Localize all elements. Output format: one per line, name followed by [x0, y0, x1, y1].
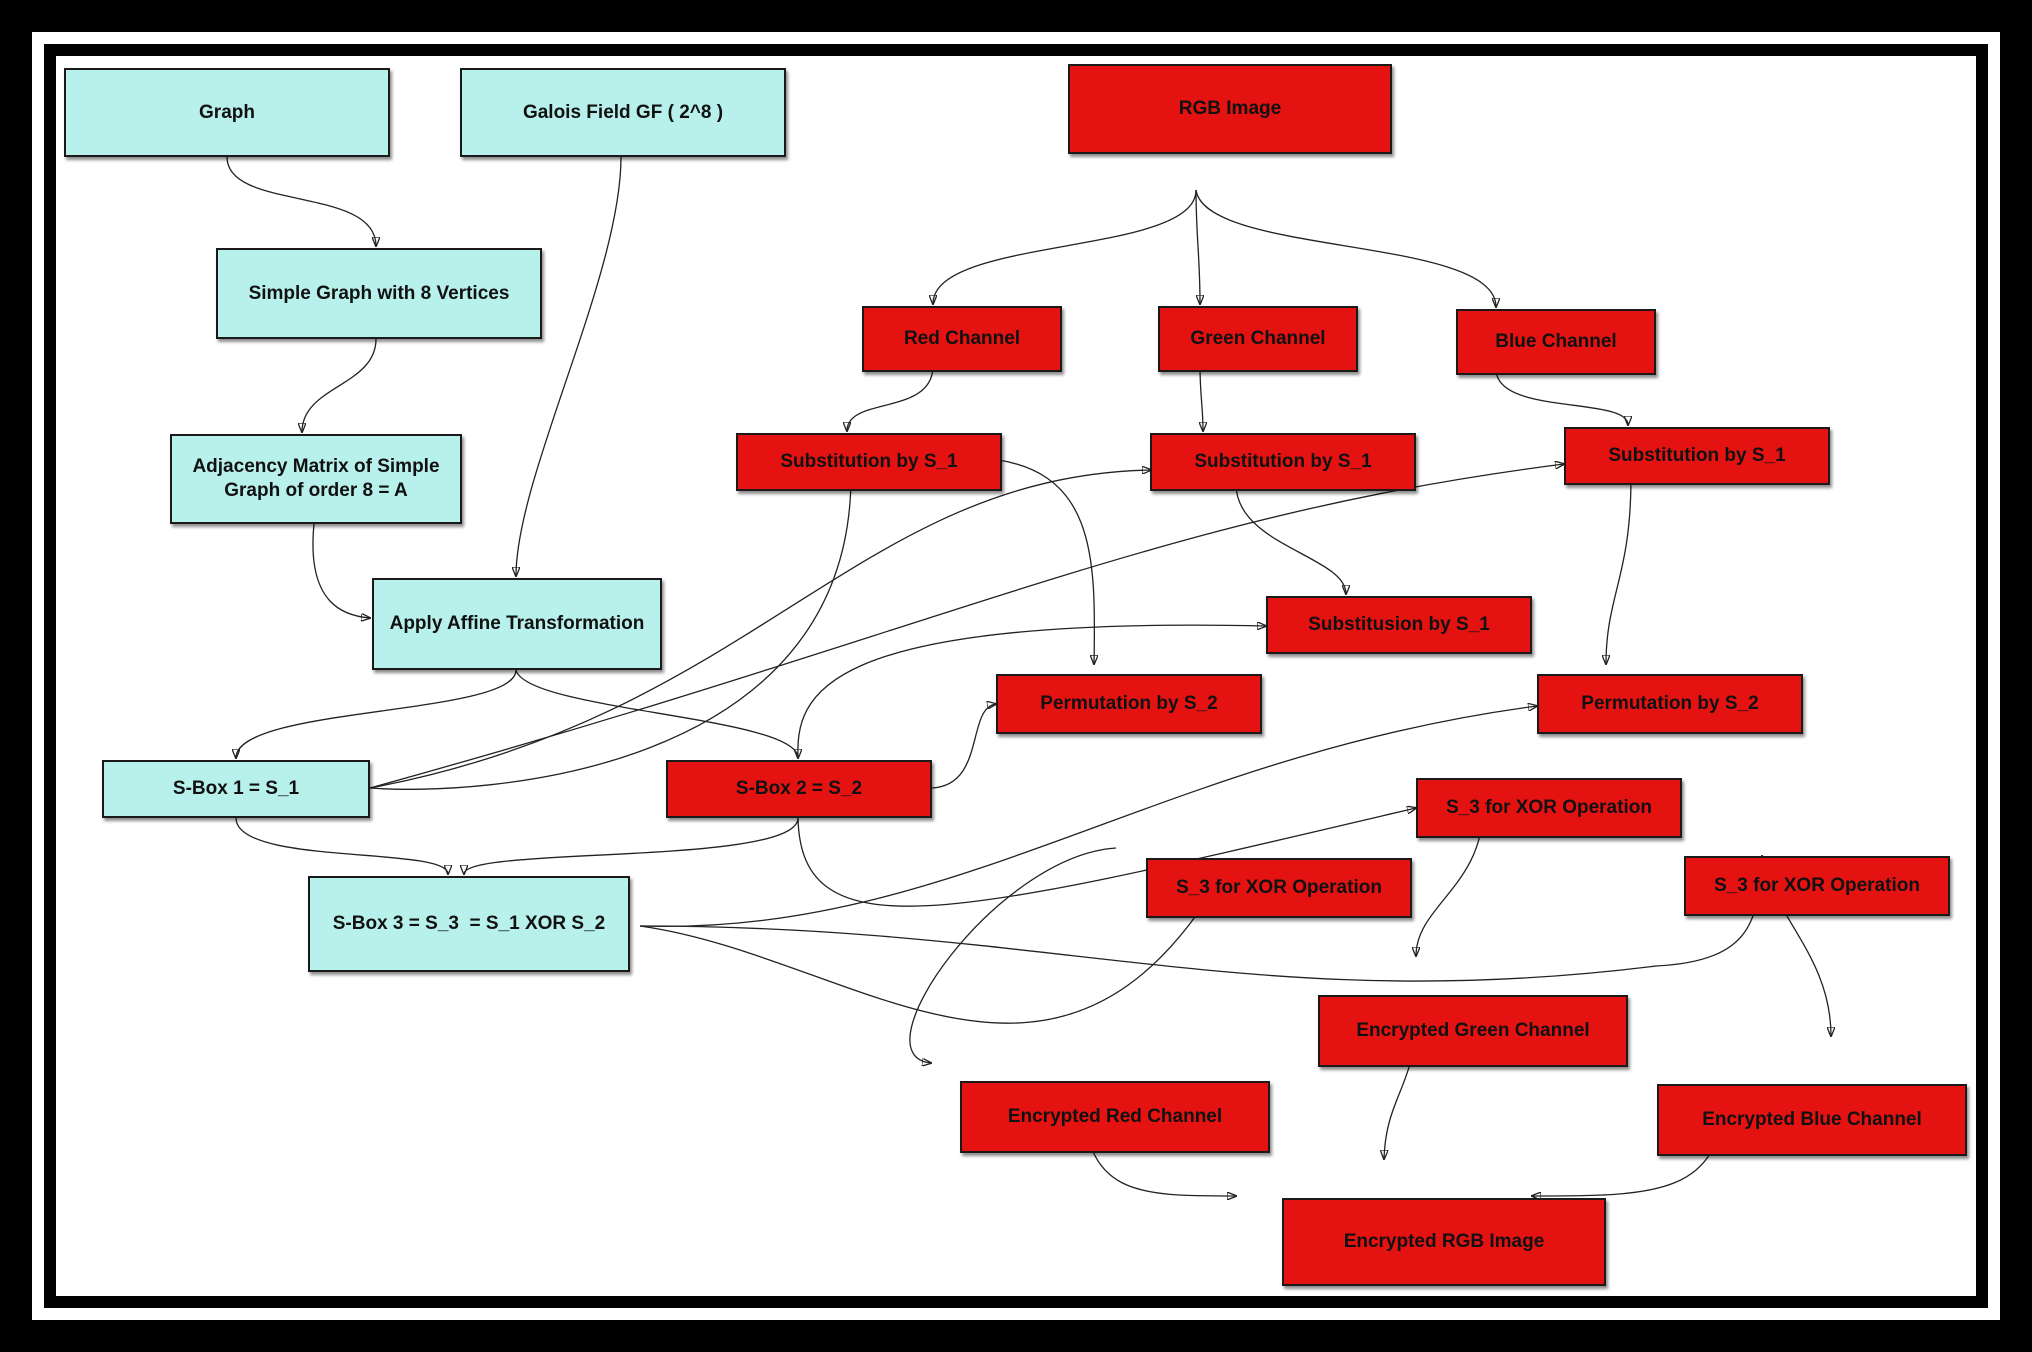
node-red-channel-label: Red Channel [903, 328, 1021, 350]
node-encrypted-red[interactable]: Encrypted Red Channel [960, 1081, 1270, 1153]
edge-adjacency-affine [312, 523, 370, 618]
node-sbox3-label: S-Box 3 = S_3 = S_1 XOR S_2 [332, 913, 606, 935]
node-substitusion-green-2[interactable]: Substitusion by S_1 [1266, 596, 1532, 654]
node-permutation-red[interactable]: Permutation by S_2 [996, 674, 1262, 734]
node-graph-label: Graph [199, 101, 255, 123]
node-encrypted-green-label: Encrypted Green Channel [1356, 1020, 1590, 1042]
node-simple-graph[interactable]: Simple Graph with 8 Vertices [216, 248, 542, 339]
node-sbox2-label: S-Box 2 = S_2 [735, 778, 863, 800]
edge-simple-graph-adjacency [302, 338, 377, 432]
node-xor-blue-label: S_3 for XOR Operation [1714, 875, 1920, 897]
node-rgb-image[interactable]: RGB Image [1068, 64, 1392, 154]
node-adjacency-matrix[interactable]: Adjacency Matrix of Simple Graph of orde… [170, 434, 462, 524]
edge-rgb-blue-ch [1195, 189, 1496, 307]
node-red-channel[interactable]: Red Channel [862, 306, 1062, 372]
node-simple-graph-label: Simple Graph with 8 Vertices [248, 282, 510, 304]
node-galois-field-label: Galois Field GF ( 2^8 ) [522, 101, 724, 123]
node-rgb-image-label: RGB Image [1178, 98, 1282, 120]
node-graph[interactable]: Graph [64, 68, 390, 157]
node-xor-red[interactable]: S_3 for XOR Operation [1146, 858, 1412, 918]
edge-green-ch-sub-green [1200, 365, 1203, 431]
node-green-channel-label: Green Channel [1190, 328, 1326, 350]
edge-galois-affine [516, 156, 622, 576]
node-galois-field[interactable]: Galois Field GF ( 2^8 ) [460, 68, 786, 157]
node-affine-transformation-label: Apply Affine Transformation [389, 613, 645, 635]
node-xor-blue[interactable]: S_3 for XOR Operation [1684, 856, 1950, 916]
edge-red-ch-sub-red [847, 365, 934, 431]
edge-sub-green-subst-green2 [1235, 483, 1346, 594]
node-xor-green-label: S_3 for XOR Operation [1446, 797, 1652, 819]
edge-sbox2-subst-green2 [797, 625, 1266, 759]
edge-sbox2-xor-green [797, 808, 1416, 907]
edge-sbox3-xor-blue [639, 856, 1762, 982]
edge-blue-ch-sub-blue [1495, 368, 1628, 425]
node-encrypted-green[interactable]: Encrypted Green Channel [1318, 995, 1628, 1067]
edge-layer [226, 156, 1976, 1296]
node-xor-green[interactable]: S_3 for XOR Operation [1416, 778, 1682, 838]
edge-sbox2-perm-red [930, 704, 996, 789]
node-blue-channel[interactable]: Blue Channel [1456, 309, 1656, 375]
node-substitution-blue[interactable]: Substitution by S_1 [1564, 427, 1830, 485]
node-permutation-blue[interactable]: Permutation by S_2 [1537, 674, 1803, 734]
node-adjacency-matrix-label: Adjacency Matrix of Simple Graph of orde… [192, 456, 440, 501]
node-sbox1[interactable]: S-Box 1 = S_1 [102, 760, 370, 818]
edge-sub-blue-perm-blue [1606, 477, 1632, 664]
edge-xor-red-enc-red [909, 847, 1117, 1063]
node-substitution-green[interactable]: Substitution by S_1 [1150, 433, 1416, 491]
node-permutation-blue-label: Permutation by S_2 [1581, 693, 1759, 715]
edge-sbox2-sbox3 [464, 817, 799, 874]
node-green-channel[interactable]: Green Channel [1158, 306, 1358, 372]
node-substitution-blue-label: Substitution by S_1 [1608, 445, 1786, 467]
node-encrypted-red-label: Encrypted Red Channel [1007, 1106, 1223, 1128]
node-encrypted-rgb-label: Encrypted RGB Image [1343, 1231, 1545, 1253]
node-sbox2[interactable]: S-Box 2 = S_2 [666, 760, 932, 818]
node-substitution-green-label: Substitution by S_1 [1194, 451, 1372, 473]
edge-sub-red-perm-red [980, 457, 1094, 664]
node-affine-transformation[interactable]: Apply Affine Transformation [372, 578, 662, 670]
node-substitution-red-label: Substitution by S_1 [780, 451, 958, 473]
edge-sbox3-xor-red [639, 876, 1222, 1024]
edge-graph-simple-graph [226, 156, 376, 246]
edge-sbox1-sub-green [369, 470, 1151, 789]
edge-sbox1-sub-red [369, 476, 851, 790]
node-sbox3[interactable]: S-Box 3 = S_3 = S_1 XOR S_2 [308, 876, 630, 972]
diagram-canvas: Graph Galois Field GF ( 2^8 ) Simple Gra… [56, 56, 1976, 1296]
node-substitution-red[interactable]: Substitution by S_1 [736, 433, 1002, 491]
edge-sbox1-sbox3 [235, 817, 448, 874]
node-permutation-red-label: Permutation by S_2 [1040, 693, 1218, 715]
edge-affine-sbox1 [236, 669, 517, 758]
node-encrypted-blue-label: Encrypted Blue Channel [1702, 1109, 1922, 1131]
node-substitusion-green-2-label: Substitusion by S_1 [1308, 614, 1490, 636]
node-xor-red-label: S_3 for XOR Operation [1176, 877, 1382, 899]
edge-rgb-green-ch [1195, 189, 1200, 304]
edge-sbox3-perm-blue [639, 706, 1537, 928]
edge-affine-sbox2 [515, 669, 798, 758]
node-sbox1-label: S-Box 1 = S_1 [172, 778, 300, 800]
node-encrypted-blue[interactable]: Encrypted Blue Channel [1657, 1084, 1967, 1156]
edge-rgb-red-ch [933, 189, 1197, 304]
node-blue-channel-label: Blue Channel [1495, 331, 1617, 353]
node-encrypted-rgb[interactable]: Encrypted RGB Image [1282, 1198, 1606, 1286]
